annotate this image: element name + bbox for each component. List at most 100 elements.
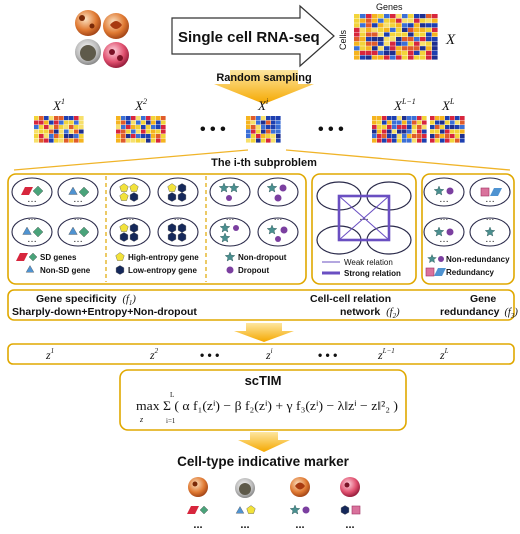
svg-text:…: … <box>74 212 83 222</box>
matrix-genes-label: Genes <box>376 2 403 12</box>
subset-label-5: XL <box>441 97 455 113</box>
strong-relation-label: Strong relation <box>344 269 401 278</box>
svg-text:...: ... <box>240 519 249 531</box>
z-label-2: z2 <box>149 347 159 362</box>
f2-label: Cell-cell relation <box>310 293 391 305</box>
dropout-cell-2 <box>257 177 299 207</box>
sctim-title: scTIM <box>245 373 282 388</box>
svg-text:…: … <box>73 194 83 205</box>
svg-text:…: … <box>485 234 495 245</box>
svg-text:…: … <box>126 212 135 222</box>
subset-label-1: X1 <box>52 97 65 113</box>
subproblem-panels: … … … … … … … … … … … … … … … … … Weak relation Strong … <box>7 173 515 285</box>
subset-matrix-5 <box>430 116 465 143</box>
matrix-cells-label: Cells <box>338 29 348 50</box>
svg-text:…: … <box>28 212 37 222</box>
svg-text:…: … <box>27 194 37 205</box>
subset-sup-4: L−1 <box>401 97 416 106</box>
matrix-heatmap <box>354 14 438 60</box>
sctim-box: scTIM max Σ ( α f₁(zⁱ) − β f₂(zⁱ) + γ f₃… <box>119 369 407 431</box>
svg-text:network (f2): network (f2) <box>340 306 400 320</box>
z-ellipsis-1: • • • <box>200 348 219 362</box>
z-label-3: zi <box>265 347 273 362</box>
output-title: Cell-type indicative marker <box>177 454 350 469</box>
subset-sup-2: 2 <box>143 97 147 106</box>
rnaseq-arrow: Single cell RNA-seq <box>171 4 335 68</box>
z-label-5: zL <box>439 347 449 362</box>
output-section: Cell-type indicative marker ... ... ... … <box>177 454 361 531</box>
redundancy-label: Redundancy <box>446 268 495 277</box>
svg-text:...: ... <box>345 519 354 531</box>
z-ellipsis-2: • • • <box>318 348 337 362</box>
output-cells <box>188 477 360 498</box>
redundancy-panel <box>421 173 515 285</box>
sd-cell-4 <box>57 217 99 247</box>
low-entropy-label: Low-entropy gene <box>128 266 197 275</box>
subset-sup-1: 1 <box>61 97 65 106</box>
svg-text:…: … <box>359 212 369 223</box>
weak-relation-label: Weak relation <box>344 258 393 267</box>
sd-genes-label: SD genes <box>40 253 77 262</box>
svg-text:…: … <box>73 234 83 245</box>
entropy-cell-2 <box>157 177 199 207</box>
big-matrix-cells <box>354 14 438 60</box>
z-label-4: zL−1 <box>377 347 395 362</box>
arrow-to-z <box>234 323 294 342</box>
f2-network-label: network <box>340 306 380 318</box>
matrix-name: X <box>445 32 456 48</box>
sd-cell-1 <box>11 177 53 207</box>
svg-text:…: … <box>440 212 449 222</box>
subset-label-4: XL−1 <box>393 97 416 113</box>
svg-text:...: ... <box>295 519 304 531</box>
svg-text:...: ... <box>193 519 202 531</box>
expression-matrix: Genes Cells X <box>338 2 456 60</box>
f1-label: Gene specificity <box>36 293 117 305</box>
dropout-cell-4 <box>257 217 299 247</box>
z-solutions-row: z1 z2 zi zL−1 zL • • • • • • <box>7 343 515 365</box>
sum-lower: i=1 <box>166 417 176 425</box>
svg-text:…: … <box>439 194 449 205</box>
f1-components-label: Sharply-down+Entropy+Non-dropout <box>12 306 197 318</box>
f3-redundancy-label: redundancy <box>440 306 500 318</box>
random-sampling-arrow: Random sampling <box>214 70 314 104</box>
subset-matrix-3 <box>246 116 281 143</box>
sd-cell-3 <box>11 217 53 247</box>
dropout-label: Dropout <box>238 266 269 275</box>
sctim-objective: max Σ ( α f₁(zⁱ) − β f₂(zⁱ) + γ f₃(zⁱ) −… <box>136 398 398 413</box>
subset-matrix-4 <box>372 116 427 143</box>
high-entropy-label: High-entropy gene <box>128 253 199 262</box>
entropy-cell-4 <box>157 217 199 247</box>
non-redundancy-label: Non-redundancy <box>446 255 510 264</box>
subproblem-title: The i-th subproblem <box>211 157 317 169</box>
svg-text:…: … <box>486 212 495 222</box>
subset-matrix-1 <box>34 116 84 143</box>
dropout-cell-3 <box>209 217 251 247</box>
subset-sup-3: i <box>266 97 268 106</box>
svg-text:…: … <box>226 212 235 222</box>
z-label-1: z1 <box>45 347 54 362</box>
input-cells <box>75 10 129 68</box>
subset-matrix-2 <box>116 116 166 143</box>
cell-network: … Weak relation Strong relation <box>316 181 412 278</box>
svg-text:…: … <box>439 234 449 245</box>
entropy-cell-3 <box>109 217 151 247</box>
sum-upper: L <box>170 391 174 399</box>
function-labels-box: Gene specificity (f1) Sharply-down+Entro… <box>7 289 518 321</box>
non-dropout-label: Non-dropout <box>238 253 287 262</box>
subset-ellipsis-2: • • • <box>318 121 344 138</box>
svg-text:…: … <box>485 194 495 205</box>
redundancy-cell-3 <box>423 217 465 247</box>
max-subscript: z <box>139 415 144 424</box>
svg-text:redundancy (f3): redundancy (f3) <box>440 306 518 320</box>
svg-text:…: … <box>27 234 37 245</box>
redundancy-cell-2 <box>469 177 511 207</box>
svg-text:…: … <box>174 212 183 222</box>
gene-specificity-panel <box>7 173 307 285</box>
subset-label-2: X2 <box>134 97 147 113</box>
non-sd-gene-label: Non-SD gene <box>40 266 91 275</box>
rnaseq-label: Single cell RNA-seq <box>178 29 320 46</box>
svg-text:Gene specificity (f1): Gene specificity (f1) <box>36 293 136 307</box>
redundancy-cell-1 <box>423 177 465 207</box>
fan-lines <box>13 149 511 171</box>
